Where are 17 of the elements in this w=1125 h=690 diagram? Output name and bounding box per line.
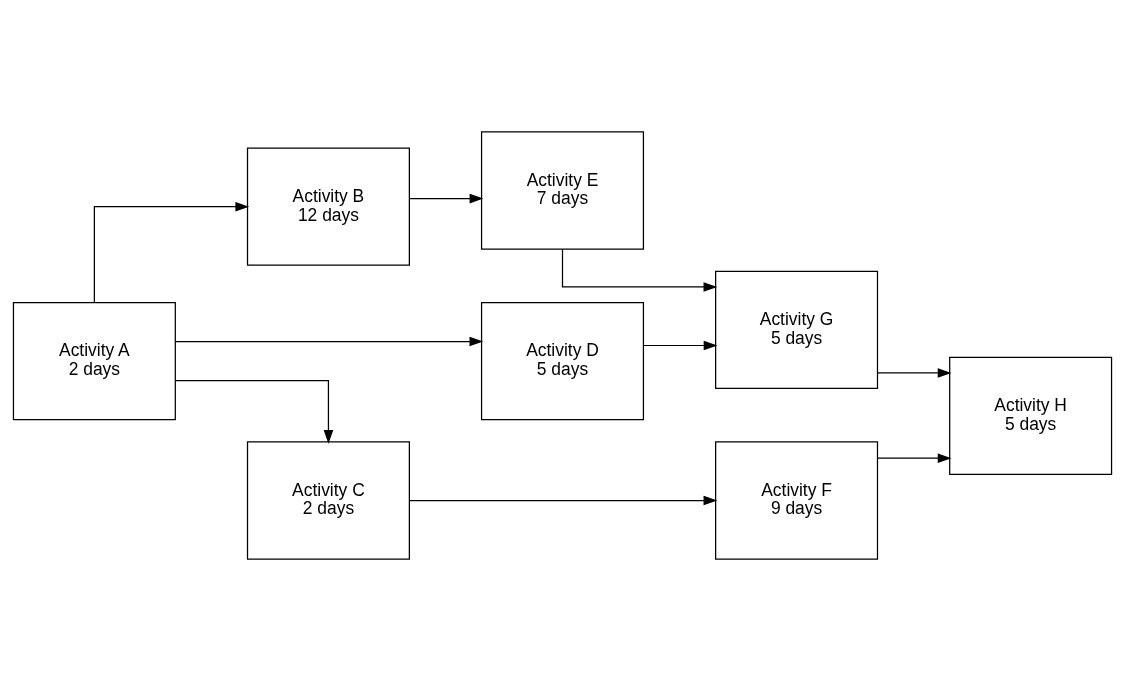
node-box: Activity H 5 days <box>949 356 1113 475</box>
node-box: Activity G 5 days <box>715 270 879 389</box>
node-box: Activity F 9 days <box>715 440 879 560</box>
arrow <box>408 495 718 505</box>
arrow <box>93 201 250 303</box>
arrow <box>643 340 718 350</box>
arrow <box>877 452 952 463</box>
node-box: Activity C 2 days <box>246 440 410 560</box>
arrow <box>174 379 334 444</box>
arrow <box>174 336 484 346</box>
node-box: Activity E 7 days <box>480 130 645 250</box>
node-box: Activity D 5 days <box>480 301 645 420</box>
node-box: Activity A 2 days <box>12 301 176 420</box>
arrow <box>561 248 718 292</box>
node-box: Activity B 12 days <box>246 147 410 266</box>
arrow <box>877 367 952 378</box>
arrow <box>409 193 484 203</box>
